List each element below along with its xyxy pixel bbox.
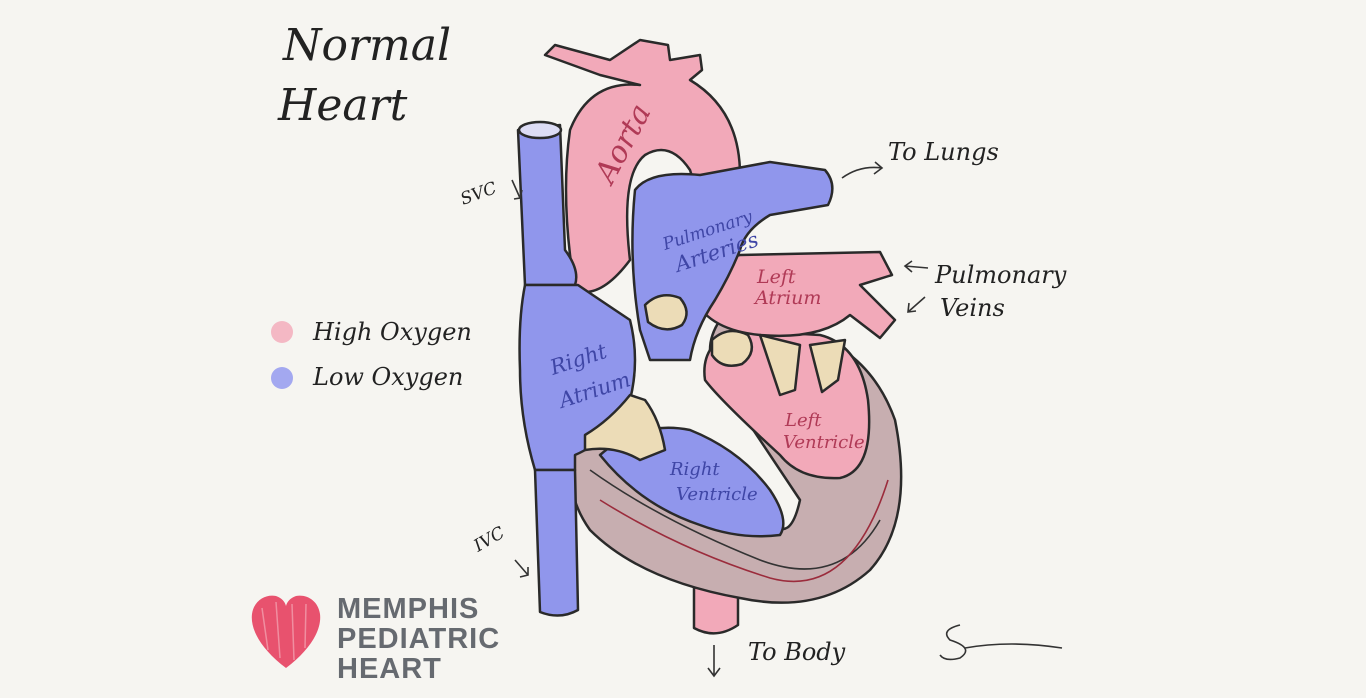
brand-line-1: MEMPHIS	[337, 593, 479, 625]
label-veins: Veins	[940, 294, 1005, 322]
brand-line-3: HEART	[337, 653, 442, 685]
legend-label-low-oxygen: Low Oxygen	[312, 363, 463, 391]
heart-illustration	[518, 40, 901, 633]
legend-label-high-oxygen: High Oxygen	[312, 318, 472, 346]
heart-logo-icon	[252, 596, 320, 668]
legend-swatch-high-oxygen	[271, 321, 293, 343]
pulmonary-valve	[645, 295, 687, 329]
label-left-ventricle-2: Ventricle	[783, 432, 865, 453]
to-lungs-arrow	[842, 162, 882, 178]
legend: High Oxygen Low Oxygen	[271, 318, 472, 391]
label-ivc: IVC	[470, 523, 509, 557]
label-to-lungs: To Lungs	[888, 138, 999, 166]
ivc-arrow	[515, 560, 528, 577]
label-to-body: To Body	[748, 638, 846, 666]
label-pulmonary: Pulmonary	[934, 261, 1067, 289]
signature	[940, 625, 1062, 659]
legend-swatch-low-oxygen	[271, 367, 293, 389]
label-left-ventricle-1: Left	[784, 410, 822, 431]
pulmonary-veins-arrow-2	[908, 297, 925, 312]
diagram-title: Normal Heart	[277, 20, 451, 131]
label-right-ventricle-2: Ventricle	[676, 484, 758, 505]
aortic-valve	[712, 331, 752, 366]
title-line-1: Normal	[282, 20, 451, 71]
label-right-ventricle-1: Right	[669, 459, 720, 480]
title-line-2: Heart	[277, 80, 408, 131]
label-left-atrium-2: Atrium	[753, 287, 821, 309]
brand-line-2: PEDIATRIC	[337, 623, 500, 655]
brand-logo: MEMPHIS PEDIATRIC HEART	[252, 593, 500, 685]
label-svc: SVC	[458, 178, 500, 209]
pulmonary-veins-arrow-1	[905, 261, 928, 272]
svc-opening	[519, 122, 561, 138]
to-body-arrow	[708, 645, 720, 676]
label-left-atrium-1: Left	[756, 266, 796, 288]
inferior-vena-cava	[535, 470, 578, 616]
